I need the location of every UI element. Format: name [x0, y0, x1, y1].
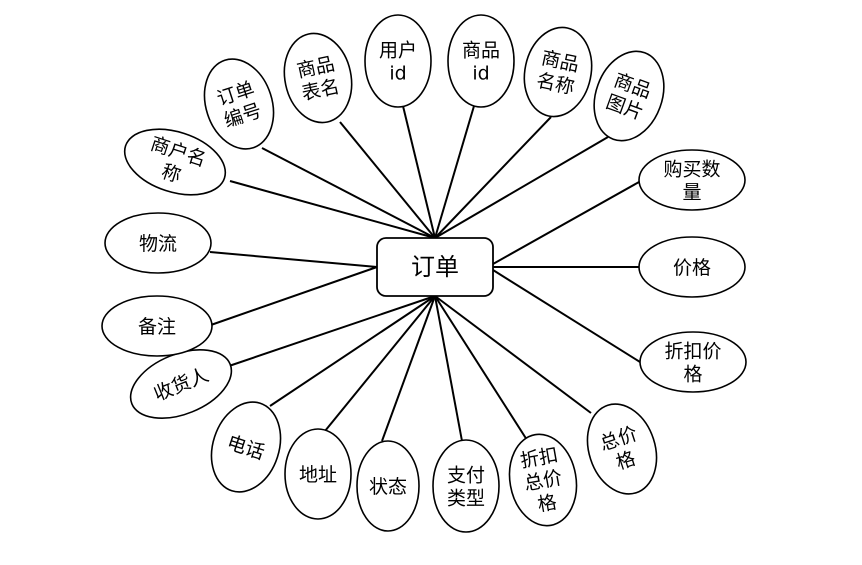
attribute-label: 格	[536, 491, 559, 516]
attribute-label: 商品	[462, 40, 500, 62]
attribute-label: 类型	[447, 488, 485, 510]
attribute-status: 状态	[356, 440, 420, 532]
connector-discount-price	[492, 269, 641, 363]
connector-order-no	[261, 147, 436, 239]
connector-buy-quantity	[492, 181, 640, 265]
connector-discount-total-price	[434, 295, 528, 441]
connector-user-id	[402, 105, 436, 239]
attribute-label: 用户	[379, 40, 417, 62]
connector-shop-name	[229, 180, 436, 239]
attribute-ellipse	[432, 439, 500, 533]
attribute-address: 地址	[284, 428, 352, 520]
attribute-ellipse	[638, 149, 746, 211]
attribute-remark: 备注	[101, 295, 213, 357]
connector-lines	[207, 105, 641, 442]
attribute-receiver: 收货人	[129, 349, 233, 419]
attribute-ellipse	[508, 433, 578, 527]
attribute-phone: 电话	[210, 401, 282, 493]
attribute-ellipse	[284, 428, 352, 520]
attribute-label: 备注	[138, 316, 176, 338]
attribute-ellipse	[586, 403, 658, 495]
connector-product-image	[434, 136, 609, 239]
attribute-ellipse	[123, 128, 227, 196]
attribute-label: 格	[683, 364, 702, 386]
connector-payment-type	[434, 295, 463, 442]
attribute-label: 状态	[369, 476, 407, 498]
attribute-ellipse	[593, 50, 665, 142]
attribute-ellipse	[104, 212, 212, 274]
attribute-price: 价格	[638, 236, 746, 298]
attribute-logistics: 物流	[104, 212, 212, 274]
attribute-label: 支付	[447, 465, 485, 487]
connector-receiver	[225, 295, 436, 368]
attribute-label: 折扣价	[664, 341, 721, 363]
attribute-ellipse	[129, 349, 233, 419]
attribute-label: 量	[682, 182, 701, 204]
attribute-ellipse	[364, 14, 432, 108]
connector-phone	[269, 295, 436, 407]
attribute-ellipse	[638, 236, 746, 298]
connector-address	[324, 295, 436, 432]
connector-remark	[207, 266, 378, 327]
attribute-total-price: 总价格	[586, 403, 658, 495]
connector-product-table-name	[339, 121, 436, 239]
connector-logistics	[209, 251, 378, 268]
attribute-ellipse	[447, 14, 515, 108]
attribute-label: id	[389, 63, 406, 85]
attribute-label: 购买数	[663, 159, 720, 181]
attribute-ellipse	[356, 440, 420, 532]
connector-total-price	[434, 295, 592, 414]
entity-order: 订单	[376, 237, 494, 297]
attribute-ellipse	[283, 32, 353, 124]
connector-product-id	[434, 105, 475, 239]
connector-status	[381, 295, 436, 442]
attribute-ellipse	[523, 26, 593, 118]
attribute-ellipse	[639, 331, 747, 393]
attribute-ellipse	[210, 401, 282, 493]
attribute-ellipse	[203, 58, 275, 150]
attribute-label: 物流	[139, 233, 177, 255]
attribute-label: 价格	[673, 257, 711, 279]
entity-label: 订单	[411, 253, 459, 281]
attribute-label: id	[472, 63, 489, 85]
attribute-label: 地址	[299, 464, 337, 486]
entity-box	[376, 237, 494, 297]
connector-product-name	[434, 116, 552, 239]
attribute-ellipse	[101, 295, 213, 357]
